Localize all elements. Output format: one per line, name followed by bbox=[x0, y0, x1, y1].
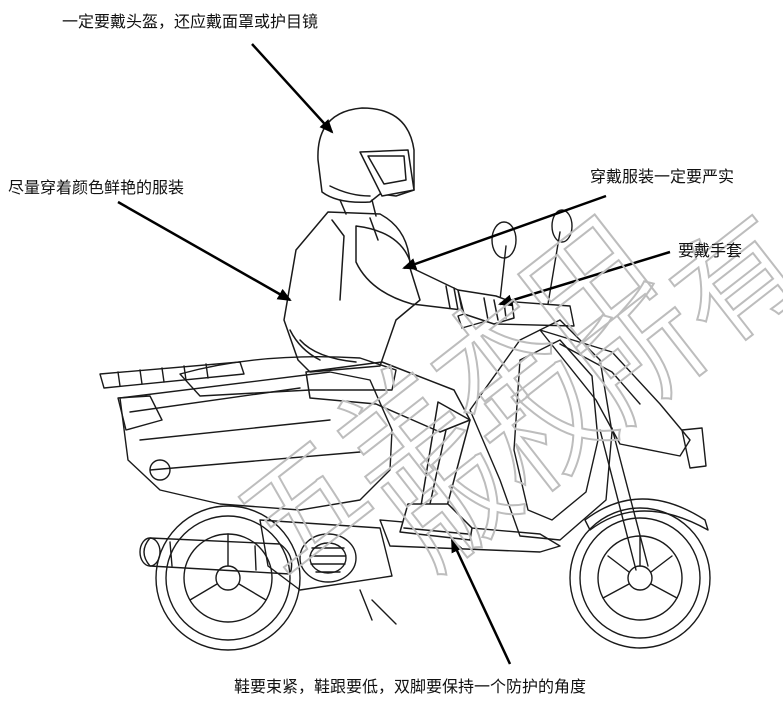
engine bbox=[259, 519, 393, 591]
front-reflector bbox=[681, 427, 707, 469]
callout-arrows bbox=[117, 43, 671, 665]
mirrors bbox=[491, 209, 573, 305]
front-cowl bbox=[539, 329, 691, 457]
clothing-label: 尽量穿着颜色鲜艳的服装 bbox=[8, 178, 185, 197]
thigh bbox=[305, 361, 471, 433]
rider bbox=[283, 107, 515, 541]
leg-shield bbox=[469, 319, 613, 541]
floorboard bbox=[379, 519, 561, 553]
rear-wheel bbox=[155, 505, 301, 651]
gloves-arrow bbox=[498, 250, 671, 307]
helmet bbox=[317, 107, 415, 204]
helmet-arrow bbox=[251, 43, 334, 134]
arm bbox=[355, 225, 463, 311]
shoe bbox=[399, 503, 473, 541]
clothing-arrow bbox=[117, 200, 292, 302]
rear-rack bbox=[99, 361, 245, 389]
rear-body bbox=[119, 371, 393, 511]
taillight bbox=[117, 395, 163, 431]
front-fender bbox=[584, 498, 709, 531]
gloves-label: 要戴手套 bbox=[678, 241, 743, 260]
helmet-label: 一定要戴头盔，还应戴面罩或护目镜 bbox=[62, 12, 319, 31]
front-wheel bbox=[569, 507, 711, 649]
scooter bbox=[99, 209, 711, 651]
muffler bbox=[139, 537, 293, 575]
lower-leg bbox=[419, 401, 471, 513]
tight-clothing-label: 穿戴服装一定要严实 bbox=[590, 167, 735, 186]
front-fork bbox=[599, 427, 649, 571]
shoes-label: 鞋要束紧，鞋跟要低，双脚要保持一个防护的角度 bbox=[234, 677, 587, 696]
jacket bbox=[283, 211, 421, 373]
tight-clothing-arrow bbox=[402, 194, 607, 270]
shoes-arrow bbox=[450, 538, 512, 665]
seat bbox=[179, 356, 397, 397]
